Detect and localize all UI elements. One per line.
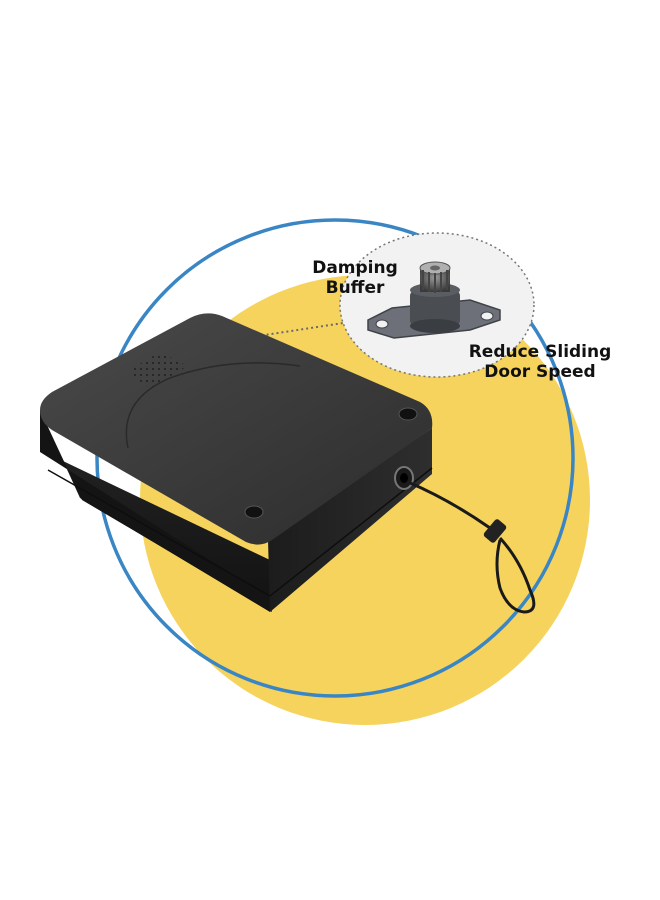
damping-gear-icon [367, 261, 501, 339]
damping-buffer-label-line2: Buffer [325, 278, 385, 298]
reduce-speed-label-line2: Door Speed [484, 362, 596, 382]
retractable-device-icon [40, 313, 433, 612]
blue-ring [95, 218, 575, 698]
reduce-speed-label-line1: Reduce Sliding [468, 342, 612, 362]
damping-buffer-label-line1: Damping [312, 258, 398, 278]
reduce-speed-label: Reduce Sliding Door Speed [460, 342, 620, 382]
cable-loop-icon [407, 480, 536, 614]
damping-buffer-label: Damping Buffer [300, 258, 410, 298]
